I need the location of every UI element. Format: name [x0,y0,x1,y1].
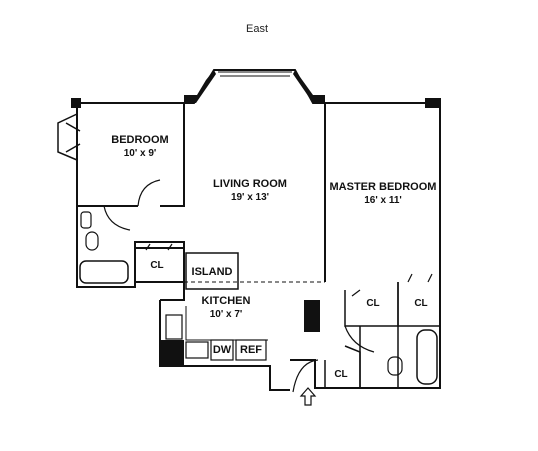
kitchen-name: KITCHEN [201,295,251,307]
closet-label-master-2: CL [414,298,428,309]
dishwasher-label: DW [212,344,232,356]
closet-left [135,247,185,283]
closet-entry [324,345,361,389]
bathtub-left [79,260,129,284]
bedroom-name: BEDROOM [111,134,169,146]
column-block [304,300,320,332]
wall-corner-right [293,70,325,103]
toilet-master [387,356,403,376]
entry-door [292,359,319,393]
orientation-label: East [245,23,268,35]
up-arrow-entrance-icon [299,387,317,406]
refrigerator-label: REF [240,344,262,356]
bedroom-label: BEDROOM 10' x 9' [100,134,180,160]
wall-master-corner [425,98,441,108]
master-bedroom-walls [324,102,441,389]
sink-kitchen [185,341,209,359]
master-bath-door [344,325,375,353]
wall-bedroom-corner [71,98,81,108]
bathroom-left [76,206,185,288]
bedroom-door [137,179,161,207]
closet-label-entry: CL [334,369,348,380]
bay-window [218,71,292,77]
master-bedroom-name: MASTER BEDROOM [329,181,437,193]
toilet-left [85,231,99,251]
kitchen-size: 10' x 7' [209,309,243,320]
living-room-size: 19' x 13' [230,192,270,203]
bedroom-size: 10' x 9' [123,148,157,159]
island-label: ISLAND [191,266,233,278]
sink-left [80,211,92,229]
counter [185,306,268,341]
master-bedroom-size: 16' x 11' [364,195,402,206]
bedroom-window [57,113,78,161]
kitchen-wall-block [160,340,184,366]
living-room-label: LIVING ROOM 19' x 13' [200,178,300,204]
bathtub-master [416,329,438,385]
master-bedroom-label: MASTER BEDROOM 16' x 11' [328,181,438,207]
living-room-name: LIVING ROOM [213,178,287,190]
bath-door [103,205,131,231]
stove [165,314,183,340]
island-counter [185,252,239,290]
kitchen-label: KITCHEN 10' x 7' [188,295,264,321]
wall-corner-left [184,70,216,103]
closet-label-left: CL [150,260,164,271]
closet-label-master-1: CL [366,298,380,309]
